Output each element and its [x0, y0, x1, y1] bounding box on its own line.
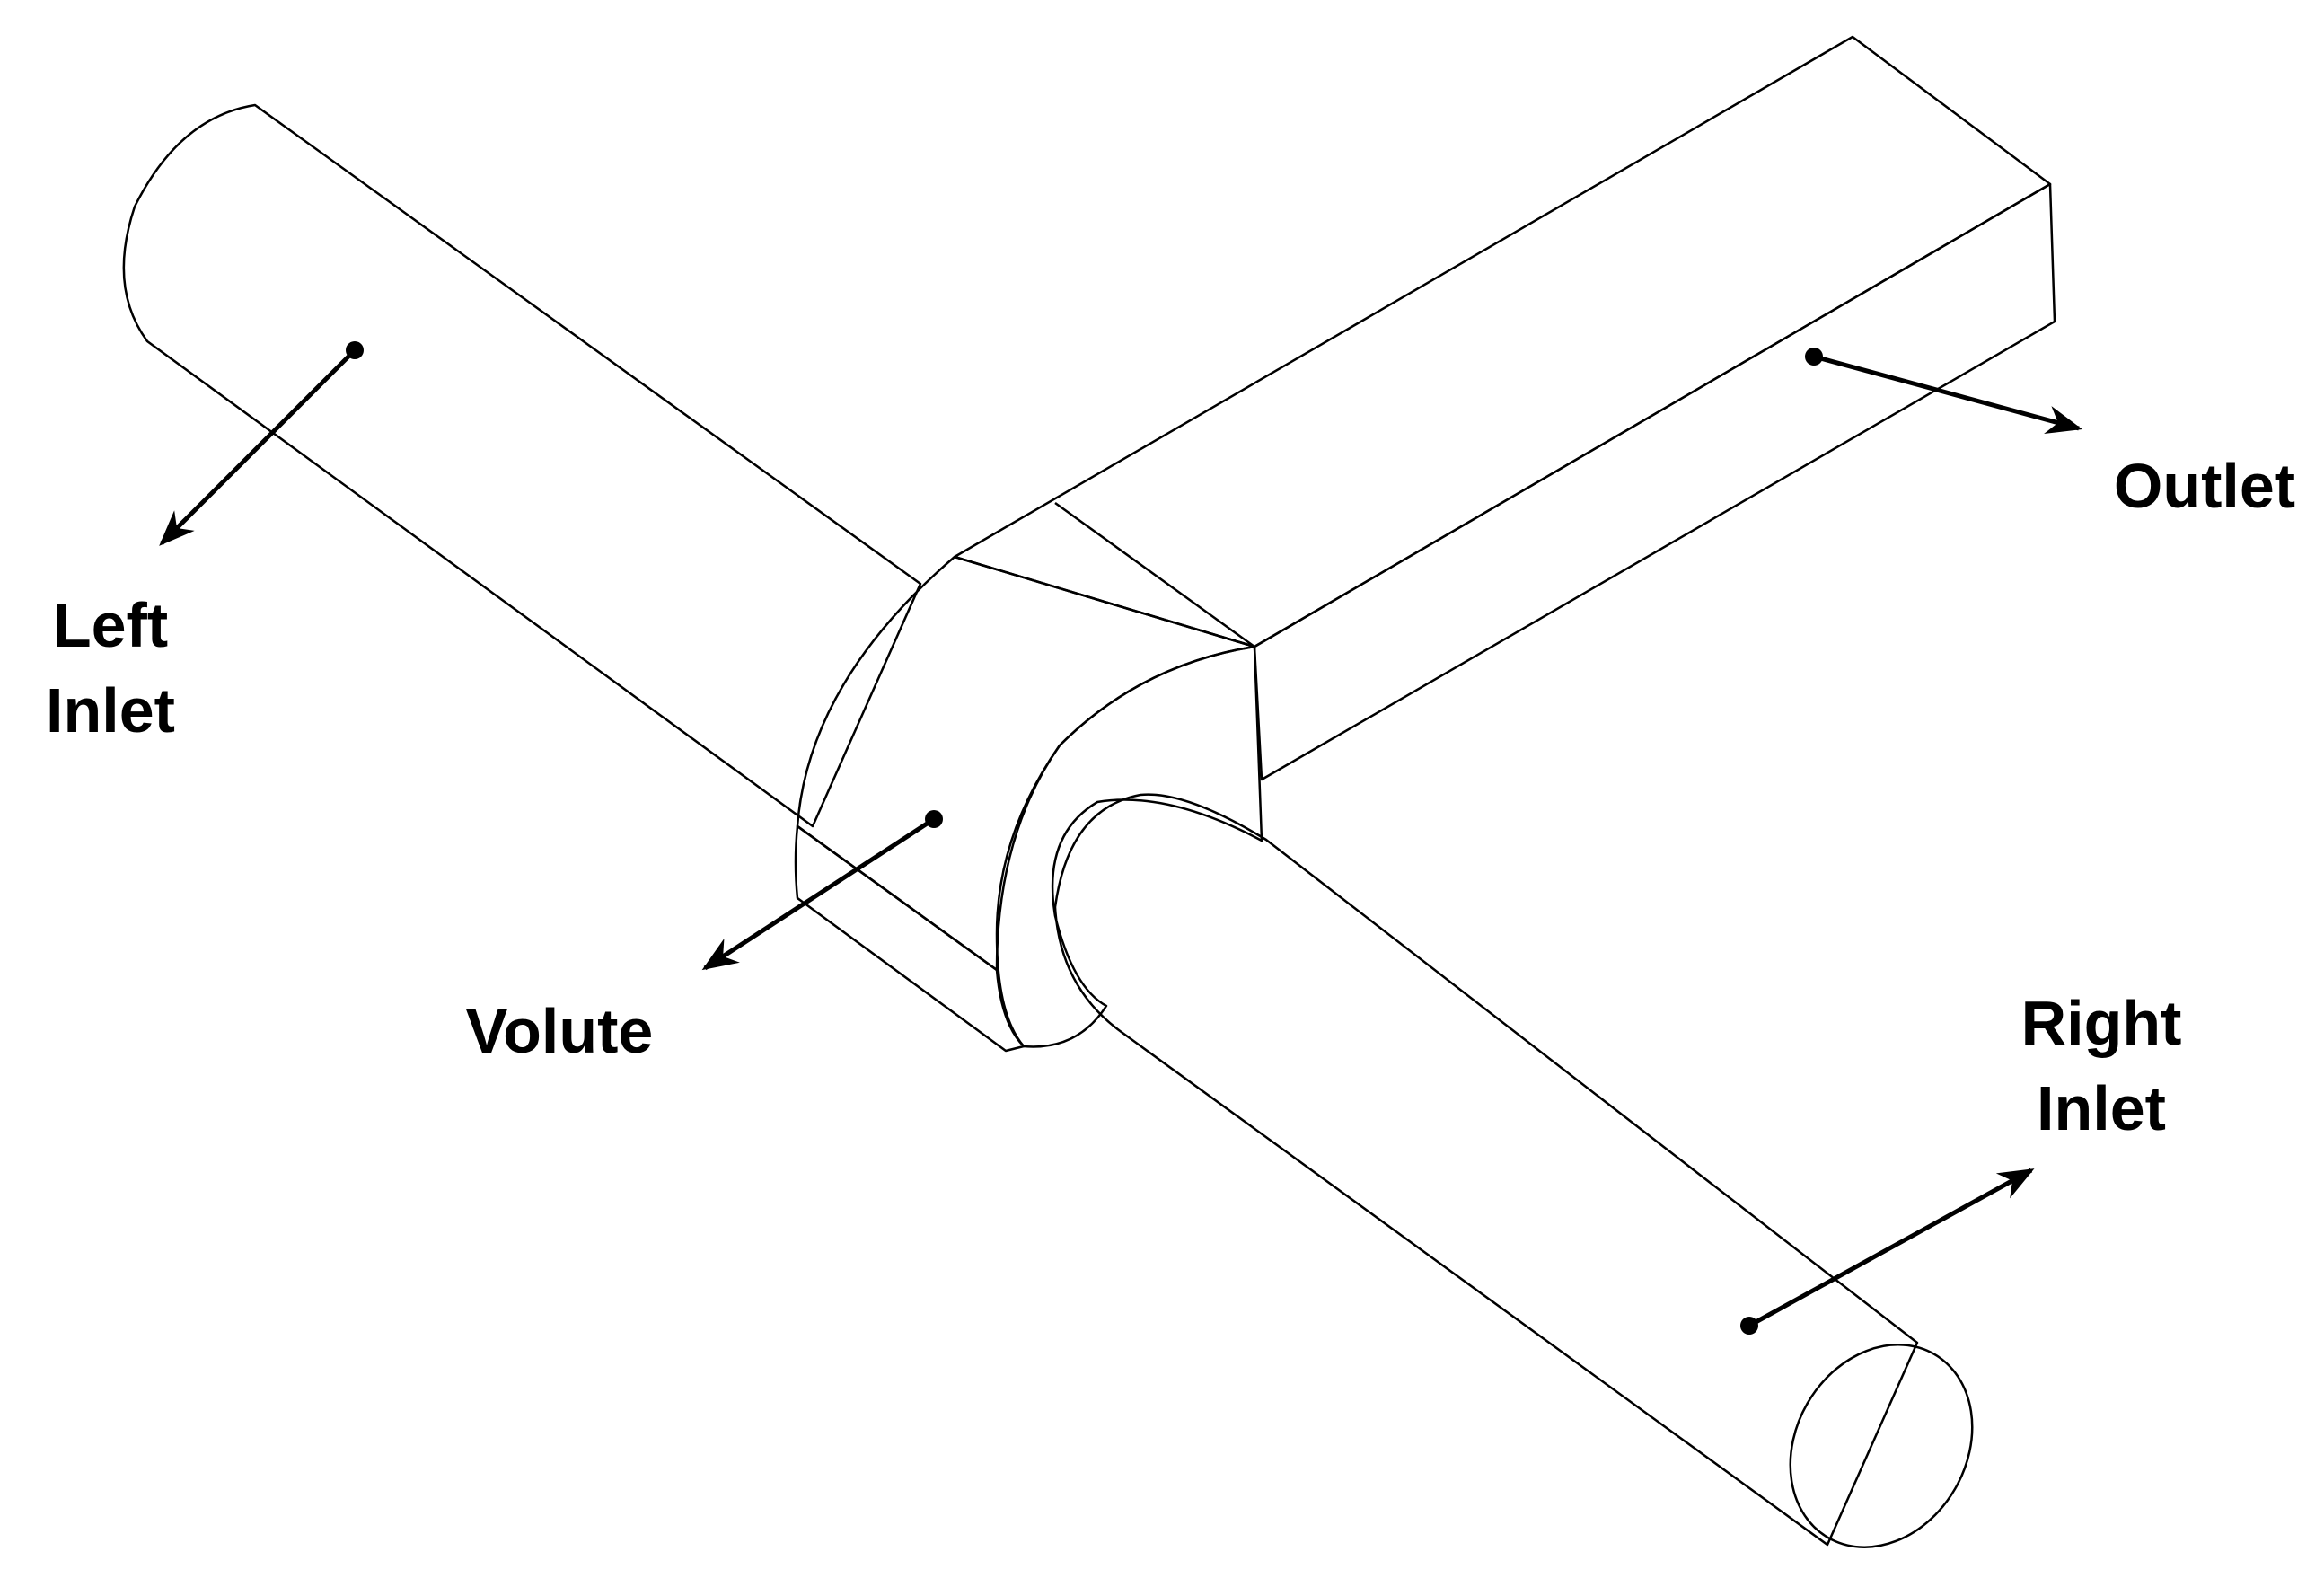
outlet-label: Outlet: [2114, 451, 2295, 521]
outlet-duct: [953, 35, 2056, 781]
right-inlet-cylinder: [1053, 793, 1974, 1548]
volute-label: Volute: [466, 996, 654, 1066]
volute-arrow: [701, 816, 936, 971]
right-inlet-label-line-1: Right: [2021, 988, 2182, 1058]
right-inlet-label-line-2: Inlet: [2037, 1073, 2166, 1143]
right-inlet-end-cap: [1789, 1344, 1974, 1548]
outlet-arrow: [1813, 354, 2082, 435]
callout-labels: Left Inlet Volute Outlet Right Inlet: [46, 451, 2295, 1143]
volute-body: [794, 555, 1263, 1053]
left-inlet-label-line-1: Left: [53, 590, 168, 660]
left-inlet-cylinder: [122, 103, 922, 828]
left-inlet-label-line-2: Inlet: [46, 675, 175, 745]
callout-leaders: [159, 341, 2082, 1335]
left-inlet-arrow: [159, 348, 357, 546]
right-inlet-arrow: [1747, 1168, 2035, 1328]
